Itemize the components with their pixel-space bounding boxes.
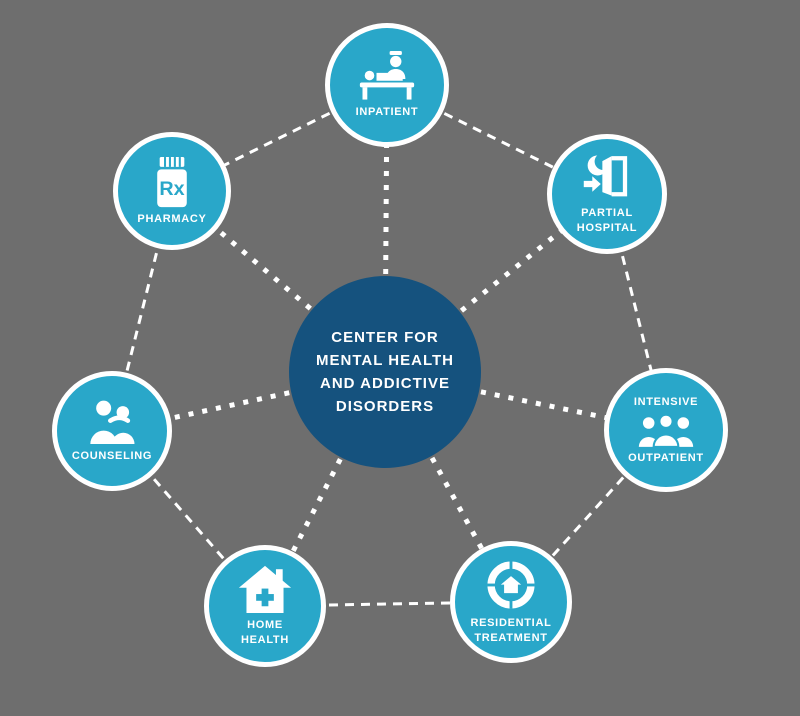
node-label-top: INTENSIVE <box>633 395 699 408</box>
spoke-line <box>383 192 609 374</box>
node-partial-hospital: PARTIAL HOSPITAL <box>547 134 667 254</box>
node-counseling: COUNSELING <box>52 371 172 491</box>
hub-title-line: MENTAL HEALTH <box>316 351 454 369</box>
node-home-health: HOME HEALTH <box>204 545 326 667</box>
node-label-line: HEALTH <box>241 633 289 646</box>
rx-pill-bottle-icon: Rx <box>157 156 187 207</box>
house-medical-cross-icon <box>238 566 292 614</box>
two-people-counseling-icon <box>90 400 135 444</box>
node-intensive-outpatient: INTENSIVE OUTPATIENT <box>604 368 728 492</box>
hub-title: CENTER FOR MENTAL HEALTH AND ADDICTIVE D… <box>316 326 454 419</box>
node-label: PHARMACY <box>137 212 207 225</box>
node-residential-treatment: RESIDENTIAL TREATMENT <box>450 541 572 663</box>
node-label: INPATIENT <box>355 105 419 118</box>
node-label: RESIDENTIAL TREATMENT <box>470 616 551 645</box>
node-inpatient: INPATIENT <box>325 23 449 147</box>
rx-text: Rx <box>159 178 184 200</box>
people-group-icon <box>638 413 694 447</box>
node-label-line: RESIDENTIAL <box>470 617 552 630</box>
node-label-line: HOME <box>247 619 283 632</box>
node-label: COUNSELING <box>71 449 153 462</box>
node-label-line: TREATMENT <box>474 631 548 644</box>
node-pharmacy: Rx PHARMACY <box>113 132 231 250</box>
node-label: HOME HEALTH <box>241 618 289 647</box>
lifebuoy-house-icon <box>487 561 535 609</box>
node-label: PARTIAL HOSPITAL <box>577 206 637 235</box>
hub-title-line: CENTER FOR <box>331 328 439 346</box>
node-label-bottom: OUTPATIENT <box>628 452 704 464</box>
hub-center-for-mental-health: CENTER FOR MENTAL HEALTH AND ADDICTIVE D… <box>289 276 481 468</box>
node-label-line: PARTIAL <box>581 207 633 220</box>
hub-title-line: AND ADDICTIVE <box>320 375 450 392</box>
door-with-moon-icon <box>583 153 628 197</box>
hub-title-line: DISORDERS <box>335 398 435 416</box>
node-label-line: HOSPITAL <box>576 221 638 234</box>
hospital-bed-patient-icon <box>359 50 415 100</box>
